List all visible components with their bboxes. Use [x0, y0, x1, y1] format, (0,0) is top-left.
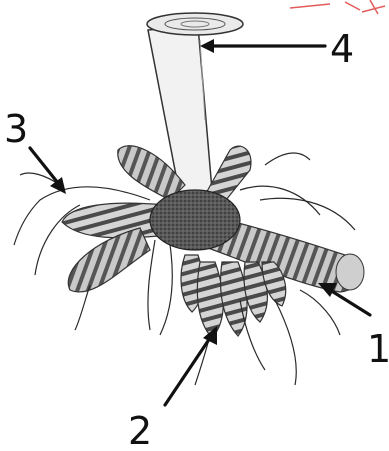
label-1: 1 [367, 327, 389, 371]
root-crown [150, 190, 240, 250]
tuber-hanging-2 [197, 262, 223, 338]
label-3: 3 [4, 107, 28, 151]
red-annotation-mark [290, 0, 385, 14]
label-4: 4 [330, 27, 354, 71]
arrow-2 [165, 326, 217, 405]
tuber-hanging-3 [221, 262, 248, 336]
label-2: 2 [128, 409, 152, 451]
arrow-3 [30, 148, 66, 194]
arrow-4 [200, 39, 325, 53]
